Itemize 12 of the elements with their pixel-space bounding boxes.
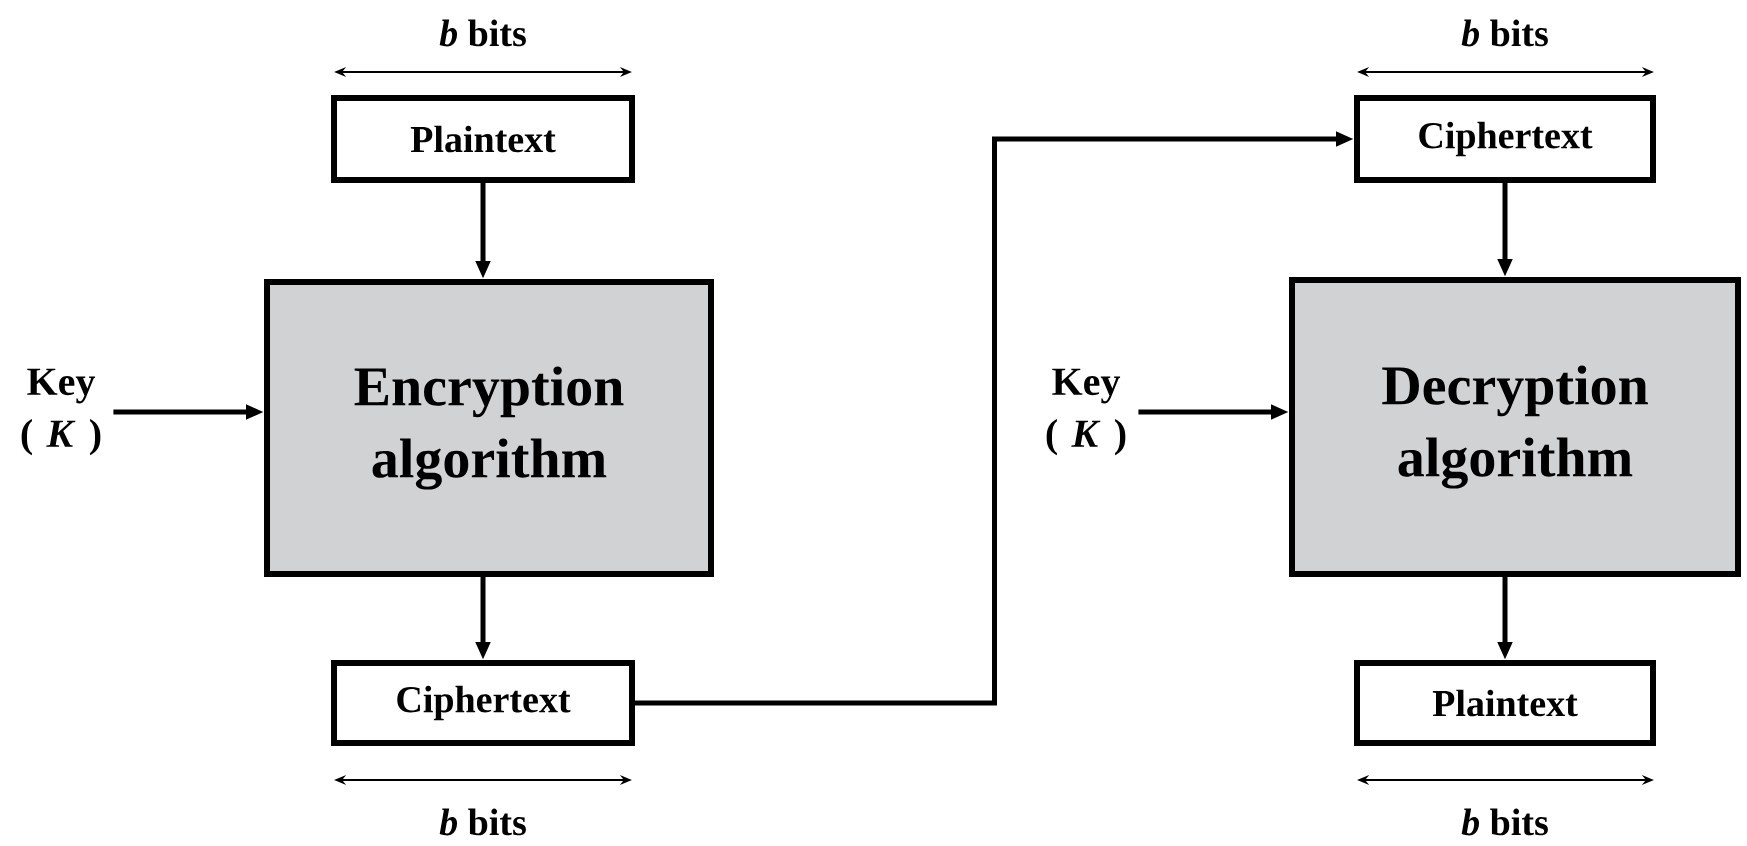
- dimension-label: b bits: [439, 19, 526, 47]
- process-box: Encryption algorithm: [264, 279, 714, 577]
- process-box: Decryption algorithm: [1289, 277, 1741, 577]
- dimension-label: b bits: [439, 808, 526, 836]
- key-label: Key ( K ): [21, 368, 101, 456]
- dimension-label: b bits: [1461, 19, 1548, 47]
- dimension-label: b bits: [1461, 808, 1548, 836]
- text-box: Plaintext: [1354, 660, 1656, 746]
- text-box: Plaintext: [331, 95, 635, 183]
- text-box: Ciphertext: [1354, 95, 1656, 183]
- text-box: Ciphertext: [331, 660, 635, 746]
- key-label: Key ( K ): [1046, 368, 1126, 456]
